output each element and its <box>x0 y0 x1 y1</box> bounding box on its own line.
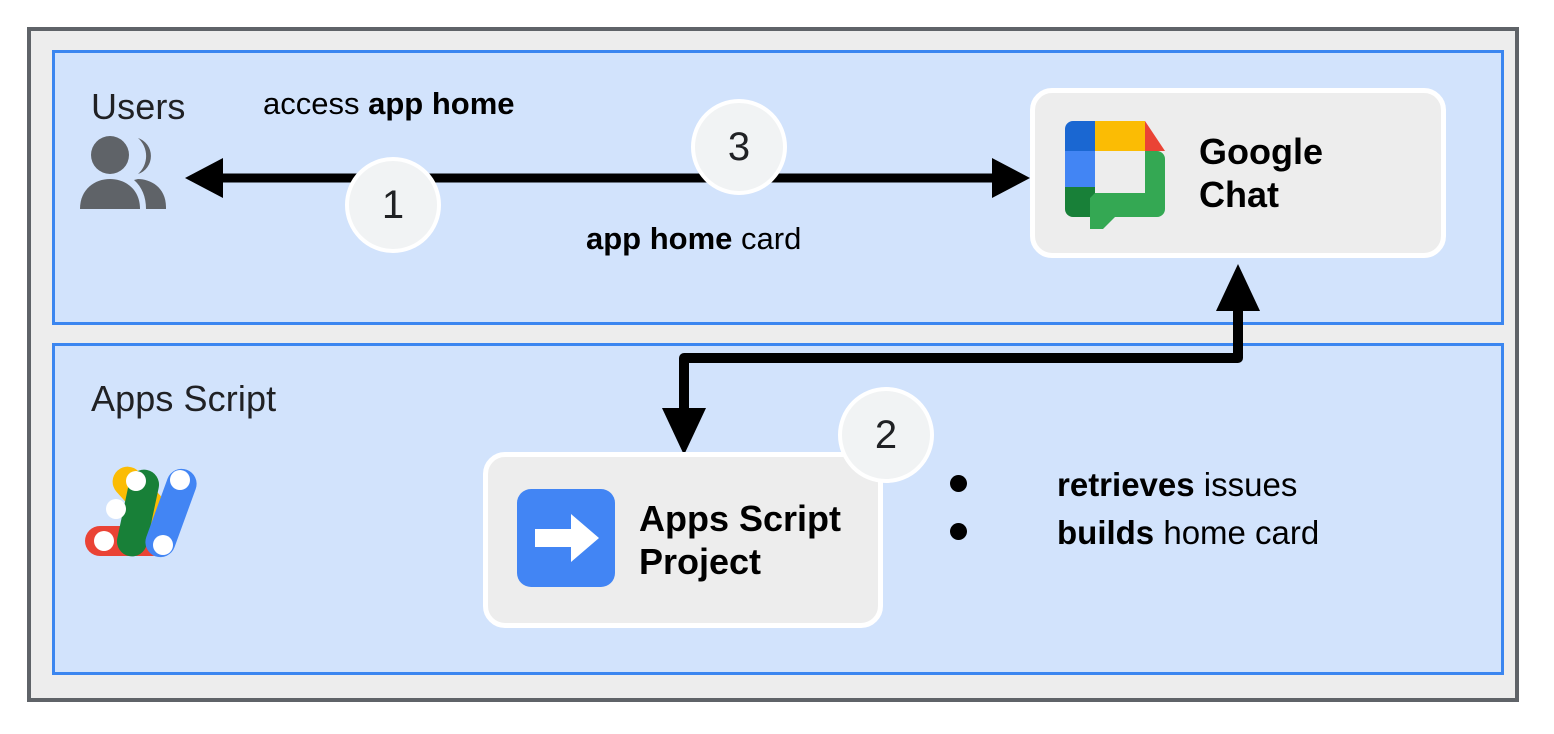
apps-script-project-icon <box>517 488 615 592</box>
step-badge-2: 2 <box>838 387 934 483</box>
list-item: builds home card <box>950 514 1420 562</box>
bullet-dot-icon <box>950 523 967 540</box>
edge-label-access-app-home: access app home <box>263 86 515 122</box>
list-item-rest: issues <box>1194 466 1298 503</box>
edge-label-app-home-card: app home card <box>586 221 801 257</box>
apps-script-actions-list: retrieves issues builds home card <box>950 466 1420 562</box>
step-badge-3: 3 <box>691 99 787 195</box>
google-chat-logo <box>1057 113 1173 238</box>
edge-label-access-plain: access <box>263 86 369 121</box>
edge-label-card-bold: app home <box>586 221 733 256</box>
node-apps-script-project[interactable]: Apps Script Project <box>483 452 883 628</box>
edge-label-access-bold: app home <box>368 86 515 121</box>
people-icon <box>76 135 180 215</box>
node-apps-script-project-title: Apps Script Project <box>639 497 842 582</box>
list-item-rest: home card <box>1154 514 1320 551</box>
node-google-chat[interactable]: Google Chat <box>1030 88 1446 258</box>
list-item: retrieves issues <box>950 466 1420 514</box>
list-item-bold: retrieves <box>1057 466 1195 503</box>
step-badge-1: 1 <box>345 157 441 253</box>
zone-apps-script-label: Apps Script <box>91 378 277 419</box>
list-item-bold: builds <box>1057 514 1155 551</box>
node-google-chat-title: Google Chat <box>1199 130 1323 215</box>
list-item-text: builds home card <box>1057 514 1319 552</box>
edge-label-card-plain: card <box>732 221 802 256</box>
list-item-text: retrieves issues <box>1057 466 1297 504</box>
apps-script-logo <box>84 450 214 570</box>
zone-users-label: Users <box>91 86 186 127</box>
bullet-dot-icon <box>950 475 967 492</box>
